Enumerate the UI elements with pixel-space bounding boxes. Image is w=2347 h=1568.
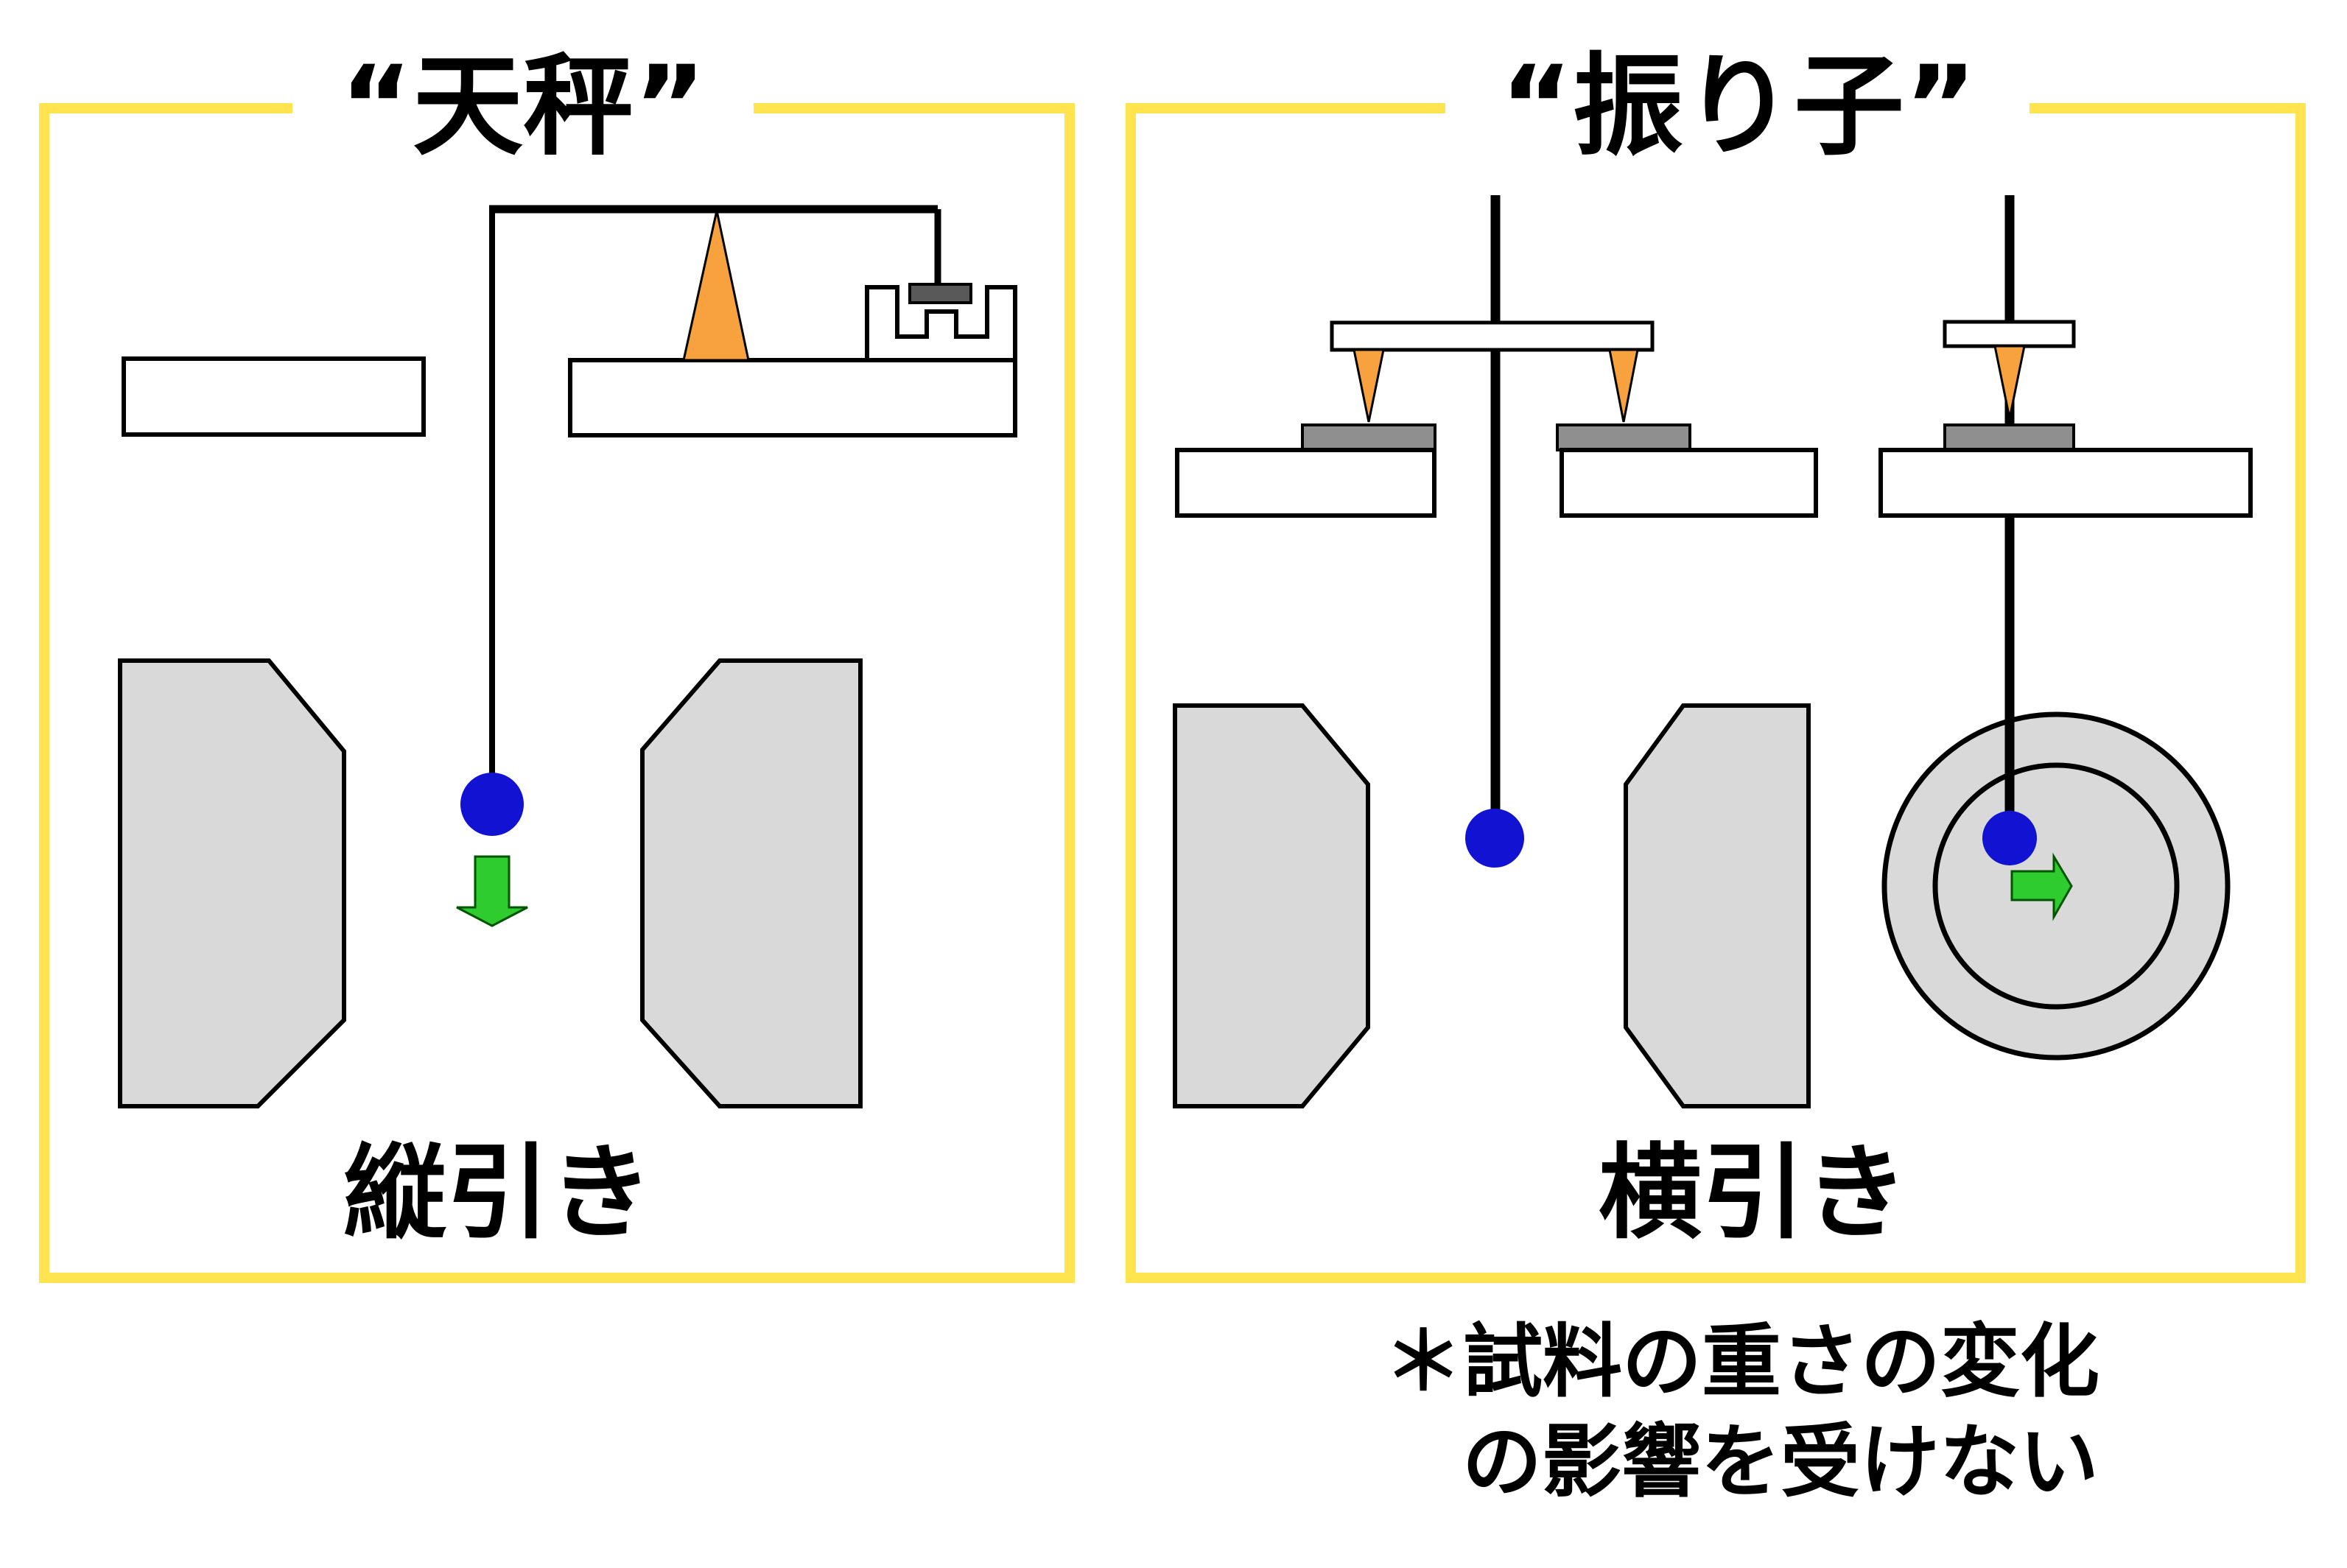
sample-bob <box>460 773 524 836</box>
footnote-line-1: ＊試料の重さの変化 <box>1383 1316 2099 1408</box>
footnote-line-2: の影響を受けない <box>1462 1416 2099 1508</box>
base-plate <box>1878 448 2253 518</box>
magnet-pole-left <box>118 658 346 1108</box>
pendulum-panel: “振り子” <box>1126 43 2306 1283</box>
magnet-pole-left <box>1173 703 1370 1108</box>
pendulum-bob <box>1465 809 1524 868</box>
pendulum-frame <box>1126 103 2306 1283</box>
flame-cone-icon <box>1993 345 2026 419</box>
flame-cone-icon <box>1353 348 1385 423</box>
balance-frame <box>39 103 1075 1283</box>
sample-pad <box>1301 423 1436 451</box>
balance-panel: “天秤” 縦引き <box>39 43 1075 1283</box>
pendulum-crossbeam <box>1330 320 1655 352</box>
balance-title: “天秤” <box>340 43 706 171</box>
balance-caption: 縦引き <box>343 1133 653 1254</box>
counterweight-plate <box>122 356 426 437</box>
base-plate <box>1560 448 1818 518</box>
pendulum-bob <box>1982 811 2037 865</box>
right-arrow-icon <box>2010 852 2073 921</box>
pendulum-top-bar <box>1943 320 2076 348</box>
base-plate <box>1175 448 1436 518</box>
sample-pad <box>1556 423 1691 451</box>
flame-cone-icon <box>1608 348 1639 423</box>
magnet-pole-right <box>640 658 863 1108</box>
pendulum-caption: 横引き <box>1599 1133 1908 1254</box>
sensor-bracket <box>865 285 1017 362</box>
pendulum-title: “振り子” <box>1500 43 1976 171</box>
down-arrow-icon <box>456 855 528 927</box>
magnet-pole-right <box>1624 703 1811 1108</box>
rotation-ring-inner <box>1932 762 2180 1010</box>
flame-cone-icon <box>682 210 750 362</box>
sample-pad <box>1943 423 2075 451</box>
footnote: ＊試料の重さの変化 の影響を受けない <box>1383 1316 2099 1508</box>
balance-base-plate <box>568 358 1017 437</box>
sensor-chip <box>908 283 972 304</box>
